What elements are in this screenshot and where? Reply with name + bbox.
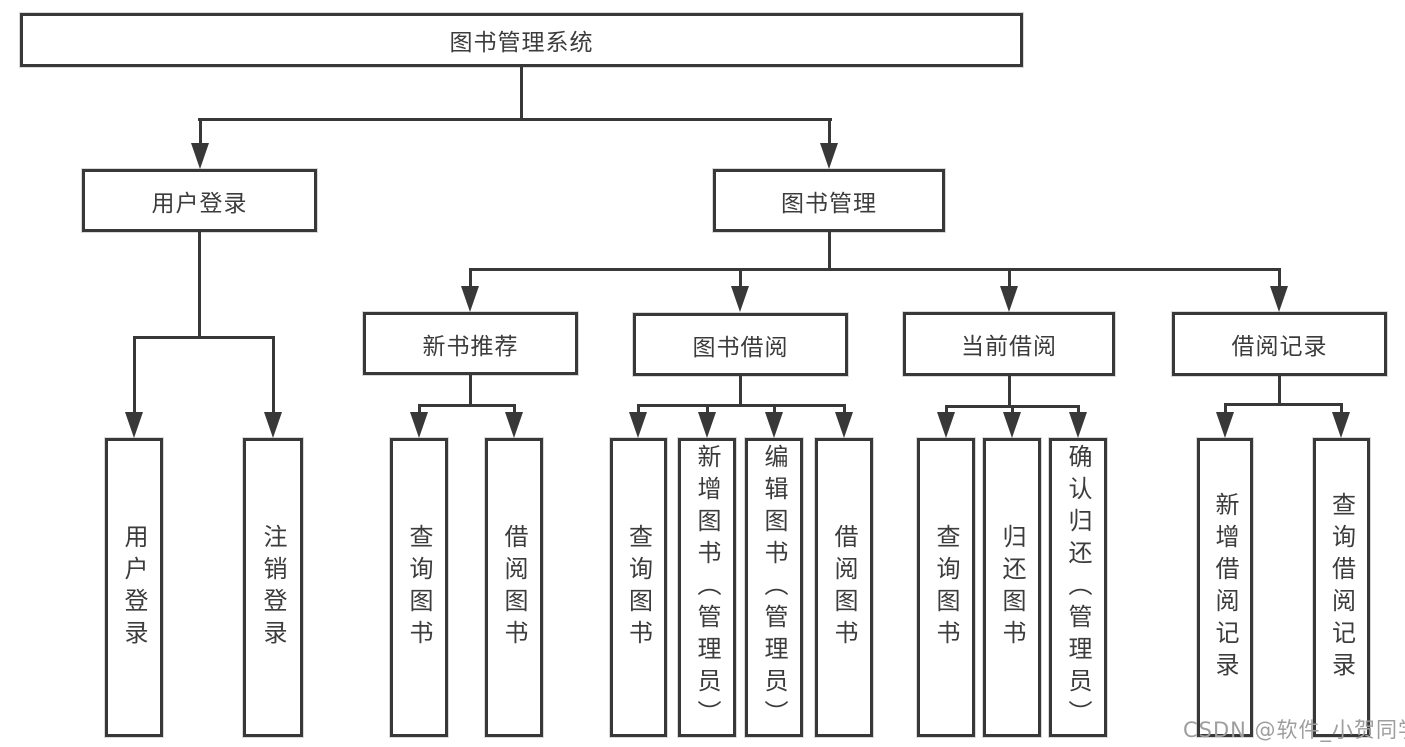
leaf-borrow-borrow: 借阅图书 xyxy=(815,438,873,737)
connector-line xyxy=(739,376,742,407)
connector-line xyxy=(706,404,709,414)
arrow-down-icon xyxy=(1000,286,1018,312)
arrow-down-icon xyxy=(1069,412,1087,438)
leaf-logout: 注销登录 xyxy=(243,438,303,737)
arrow-down-icon xyxy=(191,143,209,169)
connector-line xyxy=(1224,403,1343,406)
connector-line xyxy=(739,268,742,288)
arrow-down-icon xyxy=(765,412,783,438)
connector-line xyxy=(198,118,832,121)
arrow-down-icon xyxy=(629,412,647,438)
node-borrow-record: 借阅记录 xyxy=(1172,312,1387,376)
connector-line xyxy=(637,404,640,414)
arrow-down-icon xyxy=(410,412,428,438)
arrow-down-icon xyxy=(820,143,838,169)
connector-line xyxy=(1077,405,1080,414)
arrow-down-icon xyxy=(1216,412,1234,438)
connector-line xyxy=(272,336,275,414)
leaf-newbook-borrow: 借阅图书 xyxy=(485,438,543,737)
connector-line xyxy=(637,404,845,407)
leaf-current-return: 归还图书 xyxy=(983,438,1041,737)
node-current-borrow: 当前借阅 xyxy=(903,312,1115,376)
arrow-down-icon xyxy=(125,412,143,438)
connector-line xyxy=(513,404,516,414)
node-root: 图书管理系统 xyxy=(20,13,1023,67)
arrow-down-icon xyxy=(937,412,955,438)
connector-line xyxy=(199,118,202,145)
connector-line xyxy=(418,404,516,407)
connector-line xyxy=(418,404,421,414)
connector-line xyxy=(1340,403,1343,414)
leaf-current-confirm: 确认归还（管理员） xyxy=(1049,438,1107,737)
connector-line xyxy=(469,268,1281,271)
connector-line xyxy=(828,118,831,145)
connector-line xyxy=(133,336,275,339)
connector-line xyxy=(1008,268,1011,288)
arrow-down-icon xyxy=(1003,412,1021,438)
leaf-borrow-query: 查询图书 xyxy=(610,438,667,737)
connector-line xyxy=(469,268,472,288)
leaf-record-add: 新增借阅记录 xyxy=(1197,438,1253,737)
leaf-borrow-add: 新增图书（管理员） xyxy=(678,438,736,737)
arrow-down-icon xyxy=(1332,412,1350,438)
connector-line xyxy=(945,405,948,414)
arrow-down-icon xyxy=(835,412,853,438)
connector-line xyxy=(773,404,776,414)
leaf-record-query: 查询借阅记录 xyxy=(1313,438,1370,737)
connector-line xyxy=(1278,268,1281,288)
connector-line xyxy=(843,404,846,414)
csdn-watermark: CSDN @软件_小贺同学 xyxy=(1183,718,1405,742)
arrow-down-icon xyxy=(1270,286,1288,312)
leaf-newbook-query: 查询图书 xyxy=(390,438,448,737)
arrow-down-icon xyxy=(461,286,479,312)
connector-line xyxy=(1011,405,1014,414)
connector-line xyxy=(828,232,831,271)
arrow-down-icon xyxy=(698,412,716,438)
node-user-login: 用户登录 xyxy=(82,169,317,232)
node-book-management: 图书管理 xyxy=(713,169,945,232)
node-book-borrow: 图书借阅 xyxy=(633,313,848,376)
connector-line xyxy=(520,67,523,120)
arrow-down-icon xyxy=(264,412,282,438)
connector-line xyxy=(133,336,136,414)
node-new-book-recommend: 新书推荐 xyxy=(363,312,578,375)
connector-line xyxy=(1278,376,1281,406)
connector-line xyxy=(1224,403,1227,414)
connector-line xyxy=(1008,376,1011,408)
leaf-current-query: 查询图书 xyxy=(917,438,975,737)
arrow-down-icon xyxy=(505,412,523,438)
leaf-borrow-edit: 编辑图书（管理员） xyxy=(745,438,803,737)
arrow-down-icon xyxy=(731,286,749,312)
connector-line xyxy=(469,375,472,407)
leaf-user-login: 用户登录 xyxy=(105,438,163,737)
connector-line xyxy=(198,232,201,339)
